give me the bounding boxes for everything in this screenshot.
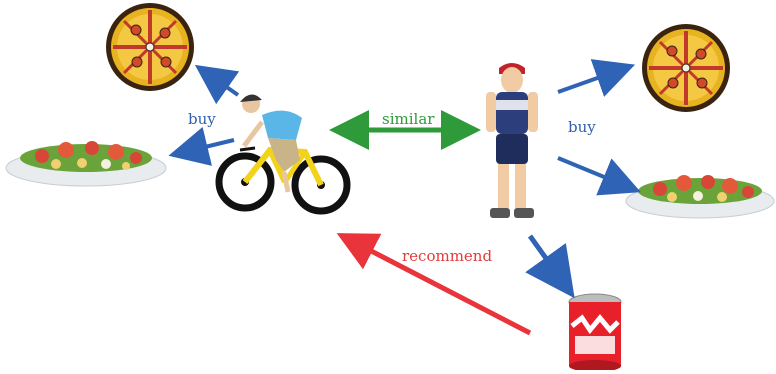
recommend-label: recommend (402, 247, 493, 265)
cyclist-icon (215, 94, 351, 215)
buy-arrow (557, 59, 636, 97)
buy-arrow (168, 126, 235, 166)
salad-plate-icon (625, 175, 775, 219)
salad-plate-icon (5, 141, 167, 187)
recommend-arrow (336, 233, 532, 336)
buy-arrow (557, 156, 641, 196)
pizza-icon (642, 24, 730, 112)
similar-label: similar (382, 110, 435, 128)
standing-cyclist-icon (486, 63, 538, 218)
soda-can-icon (568, 293, 622, 372)
buy-label: buy (568, 118, 596, 136)
buy-arrow (525, 234, 575, 299)
pizza-icon (106, 3, 194, 91)
buy-label: buy (188, 110, 216, 128)
buy-arrow (194, 64, 240, 105)
